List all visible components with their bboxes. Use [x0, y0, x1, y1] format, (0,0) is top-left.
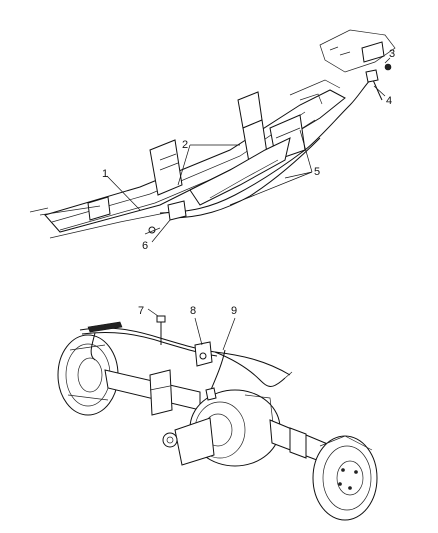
frame-rail-assembly	[29, 29, 396, 239]
callout-9: 9	[231, 305, 237, 317]
leader-lines	[106, 57, 391, 351]
rear-axle-assembly	[57, 315, 378, 521]
callout-1: 1	[102, 168, 108, 180]
callout-3: 3	[389, 48, 395, 60]
callout-5: 5	[314, 166, 320, 178]
callout-6: 6	[142, 240, 148, 252]
callout-2: 2	[182, 139, 188, 151]
callout-4: 4	[386, 95, 392, 107]
callout-7: 7	[138, 305, 144, 317]
callout-labels: 1 2 3 4 5 6 7 8 9	[102, 48, 395, 317]
callout-8: 8	[190, 305, 196, 317]
